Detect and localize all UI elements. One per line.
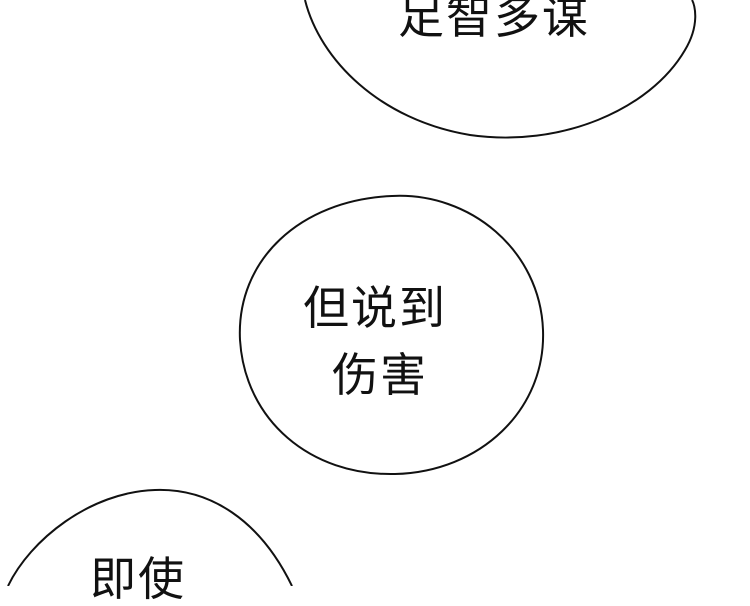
speech-bubble-middle bbox=[238, 194, 545, 476]
speech-bubble-bottom bbox=[7, 488, 293, 586]
bubble-text-middle-line1: 但说到 bbox=[303, 281, 447, 335]
speech-bubbles bbox=[7, 0, 697, 586]
speech-bubble-top bbox=[304, 0, 697, 139]
bubble-text-top: 足智多谋 bbox=[398, 0, 590, 44]
bubble-text-bottom: 即使 bbox=[90, 552, 186, 606]
bubble-text-middle-line2: 伤害 bbox=[332, 348, 428, 402]
